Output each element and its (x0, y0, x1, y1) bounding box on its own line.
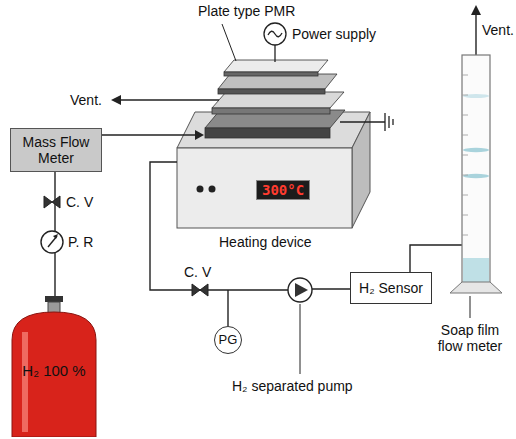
valve-label: C. V (184, 264, 211, 280)
plate-reactor (205, 60, 345, 138)
node-text: H₂ Sensor (359, 280, 423, 296)
check-valve (44, 196, 208, 296)
part-label: Power supply (292, 26, 376, 42)
node-text: 300°C (262, 182, 304, 198)
separation-pump (288, 278, 312, 302)
part-label: Plate type PMR (198, 3, 295, 19)
pressure-gauge: PG (214, 326, 242, 354)
node-text: H₂ 100 % (22, 362, 85, 379)
leader-lines (222, 24, 470, 374)
node-text: PG (219, 333, 238, 348)
flow-arrowheads (111, 5, 481, 140)
flow-meter-box: Mass Flow Meter (10, 128, 102, 172)
part-label: Heating device (219, 234, 312, 250)
gas-lines (100, 14, 476, 326)
part-label: H₂ separated pump (232, 378, 353, 394)
valve-label: C. V (66, 194, 93, 210)
sensor-box: H₂ Sensor (350, 272, 432, 304)
node-text: Mass Flow Meter (16, 134, 96, 166)
power-supply (264, 23, 286, 62)
heating-device (177, 112, 370, 228)
regulator-label: P. R (68, 234, 93, 250)
temperature-display: 300°C (256, 180, 310, 200)
ground-symbol (340, 113, 393, 131)
vent-label: Vent. (70, 92, 102, 108)
pressure-regulator (41, 231, 63, 253)
gas-cylinder: H₂ 100 % (8, 296, 100, 437)
part-label: Soap film flow meter (428, 322, 512, 354)
soap-film-flow-meter (450, 55, 502, 293)
vent-label: Vent. (482, 22, 514, 38)
